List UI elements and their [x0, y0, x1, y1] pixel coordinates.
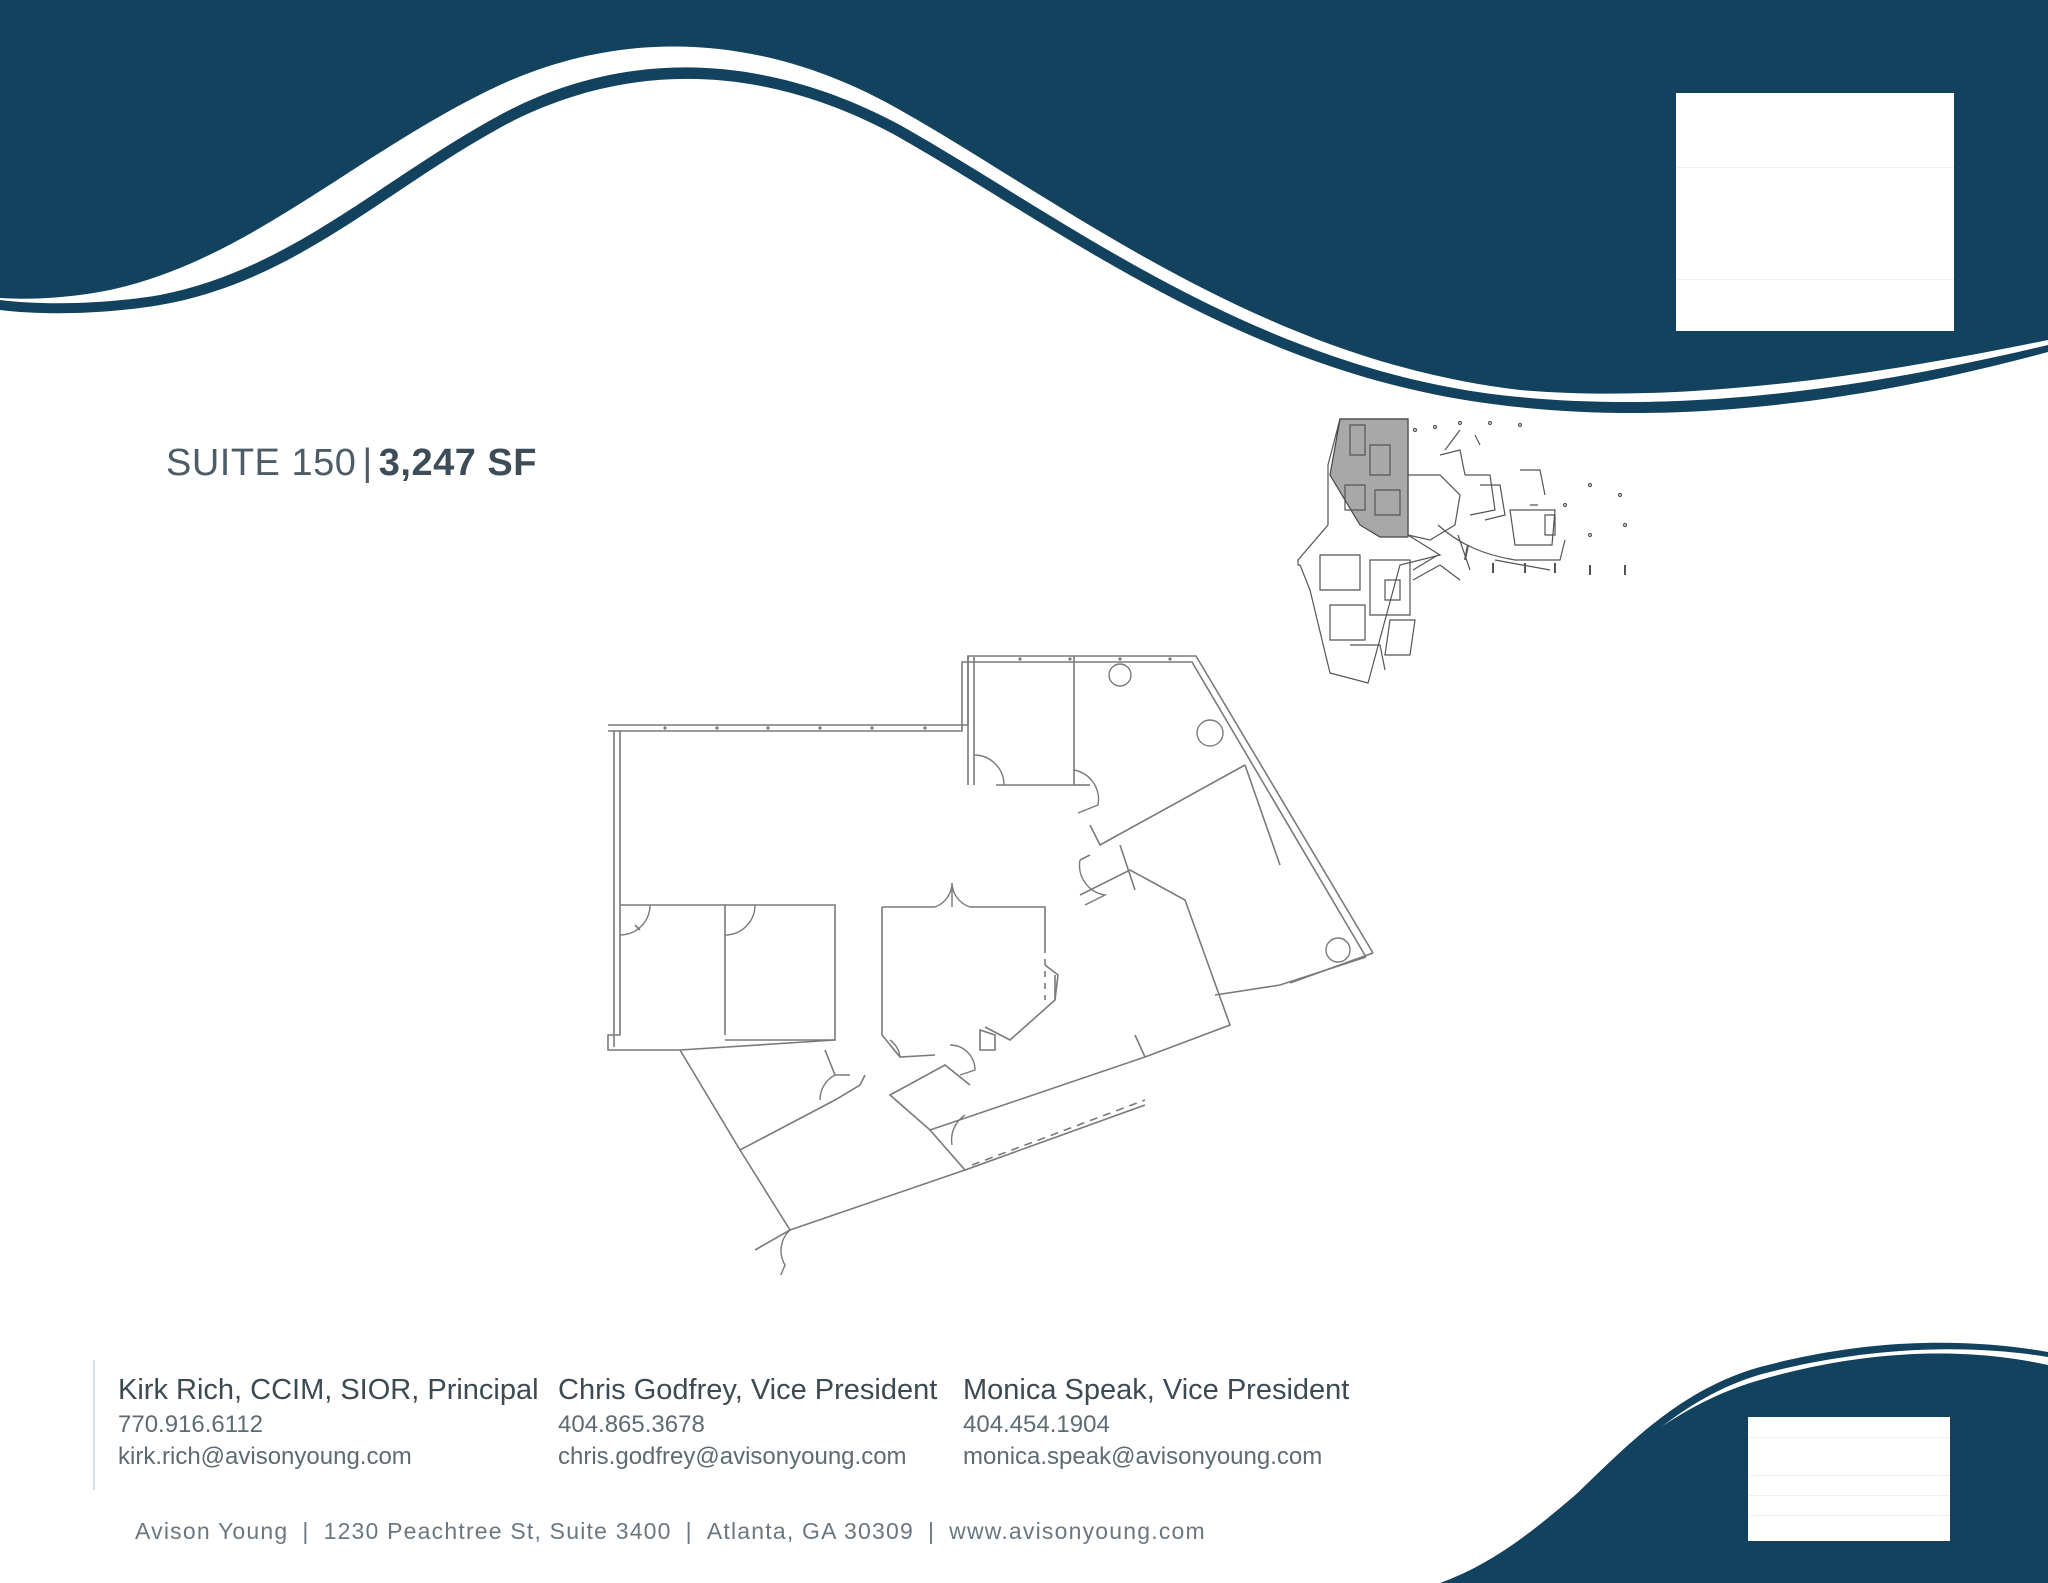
- suite-size: 3,247 SF: [378, 442, 537, 484]
- logo-placeholder-top: [1676, 93, 1954, 331]
- floor-plan-drawing: [607, 655, 1374, 1275]
- suite-name: SUITE 150: [166, 442, 357, 484]
- footer-website-link[interactable]: www.avisonyoung.com: [949, 1518, 1206, 1544]
- contact-card: Chris Godfrey, Vice President 404.865.36…: [558, 1374, 937, 1471]
- contact-phone[interactable]: 770.916.6112: [118, 1411, 264, 1438]
- contact-card: Monica Speak, Vice President 404.454.190…: [963, 1374, 1349, 1471]
- footer-city: Atlanta, GA 30309: [706, 1518, 914, 1544]
- contact-phone[interactable]: 404.454.1904: [963, 1411, 1110, 1438]
- footer-separator: |: [685, 1518, 693, 1544]
- contact-email[interactable]: chris.godfrey@avisonyoung.com: [558, 1443, 907, 1470]
- top-wave-graphic: [0, 0, 2048, 414]
- contact-name: Chris Godfrey, Vice President: [558, 1374, 938, 1406]
- contact-email[interactable]: kirk.rich@avisonyoung.com: [118, 1443, 412, 1470]
- contact-name: Monica Speak, Vice President: [963, 1374, 1350, 1406]
- contact-name: Kirk Rich, CCIM, SIOR, Principal: [118, 1374, 539, 1406]
- contact-card: Kirk Rich, CCIM, SIOR, Principal 770.916…: [118, 1374, 539, 1471]
- contacts-divider: [93, 1360, 95, 1490]
- key-plan-drawing: [1297, 418, 1628, 684]
- logo-placeholder-bottom: [1748, 1417, 1950, 1541]
- contact-email[interactable]: monica.speak@avisonyoung.com: [963, 1443, 1323, 1470]
- footer-separator: |: [302, 1518, 310, 1544]
- footer-company: Avison Young: [135, 1518, 289, 1544]
- contact-phone[interactable]: 404.865.3678: [558, 1411, 705, 1438]
- footer: Avison Young | 1230 Peachtree St, Suite 34…: [135, 1518, 1206, 1545]
- footer-address: 1230 Peachtree St, Suite 3400: [323, 1518, 672, 1544]
- footer-separator: |: [927, 1518, 936, 1544]
- suite-separator: |: [362, 442, 373, 484]
- suite-title: SUITE 150|3,247 SF: [166, 442, 537, 485]
